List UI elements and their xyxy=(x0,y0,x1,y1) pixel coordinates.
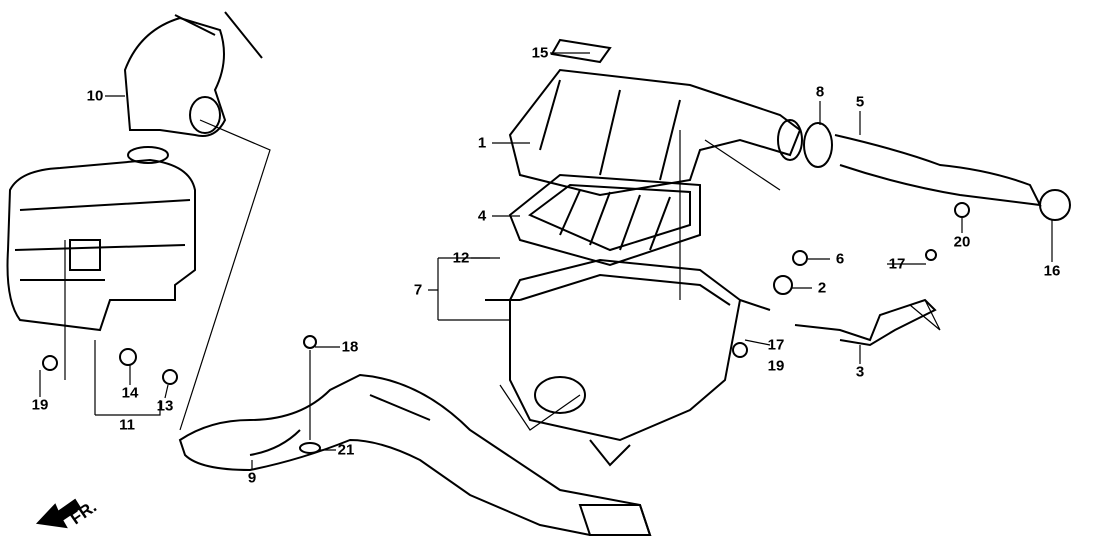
callout-1: 1 xyxy=(477,134,487,152)
leader-lines xyxy=(39,52,1053,470)
callout-20: 20 xyxy=(953,233,971,251)
callout-4: 4 xyxy=(477,207,487,225)
callout-2: 2 xyxy=(817,279,827,297)
callout-11: 11 xyxy=(119,416,135,434)
callout-10: 10 xyxy=(86,87,104,105)
callout-17-right: 17 xyxy=(888,255,906,273)
callout-8: 8 xyxy=(815,83,825,101)
bolt-18 xyxy=(303,335,317,349)
washer-21 xyxy=(299,442,321,454)
callout-15: 15 xyxy=(531,44,549,62)
clip-20 xyxy=(954,202,970,218)
callout-9: 9 xyxy=(247,469,257,487)
grommet-14 xyxy=(119,348,137,366)
callout-17-lower: 17 xyxy=(767,336,785,354)
callout-3: 3 xyxy=(855,363,865,381)
air-filter-element xyxy=(508,173,701,267)
callout-6: 6 xyxy=(835,250,845,268)
intake-duct xyxy=(178,373,652,536)
callout-5: 5 xyxy=(855,93,865,111)
mount-2 xyxy=(773,275,793,295)
bolt-19 xyxy=(42,355,58,371)
front-direction-arrow-icon xyxy=(35,498,82,529)
callout-13: 13 xyxy=(156,397,174,415)
callout-21: 21 xyxy=(337,441,355,459)
grommet-6 xyxy=(792,250,808,266)
callout-16: 16 xyxy=(1043,262,1061,280)
callout-19-left: 19 xyxy=(31,396,49,414)
bolt-17 xyxy=(925,249,937,261)
intake-hose xyxy=(803,122,1071,221)
callout-7: 7 xyxy=(413,281,423,299)
air-cleaner-case xyxy=(485,258,771,467)
collar-13 xyxy=(162,369,178,385)
wire-harness xyxy=(794,298,937,347)
bolt-19b xyxy=(732,342,748,358)
callout-19-right: 19 xyxy=(767,357,785,375)
resonator-chamber xyxy=(6,158,196,332)
callout-12: 12 xyxy=(452,249,470,267)
callout-14: 14 xyxy=(121,384,139,402)
air-cleaner-cover xyxy=(508,38,803,197)
callout-18: 18 xyxy=(341,338,359,356)
intake-elbow xyxy=(123,11,263,164)
